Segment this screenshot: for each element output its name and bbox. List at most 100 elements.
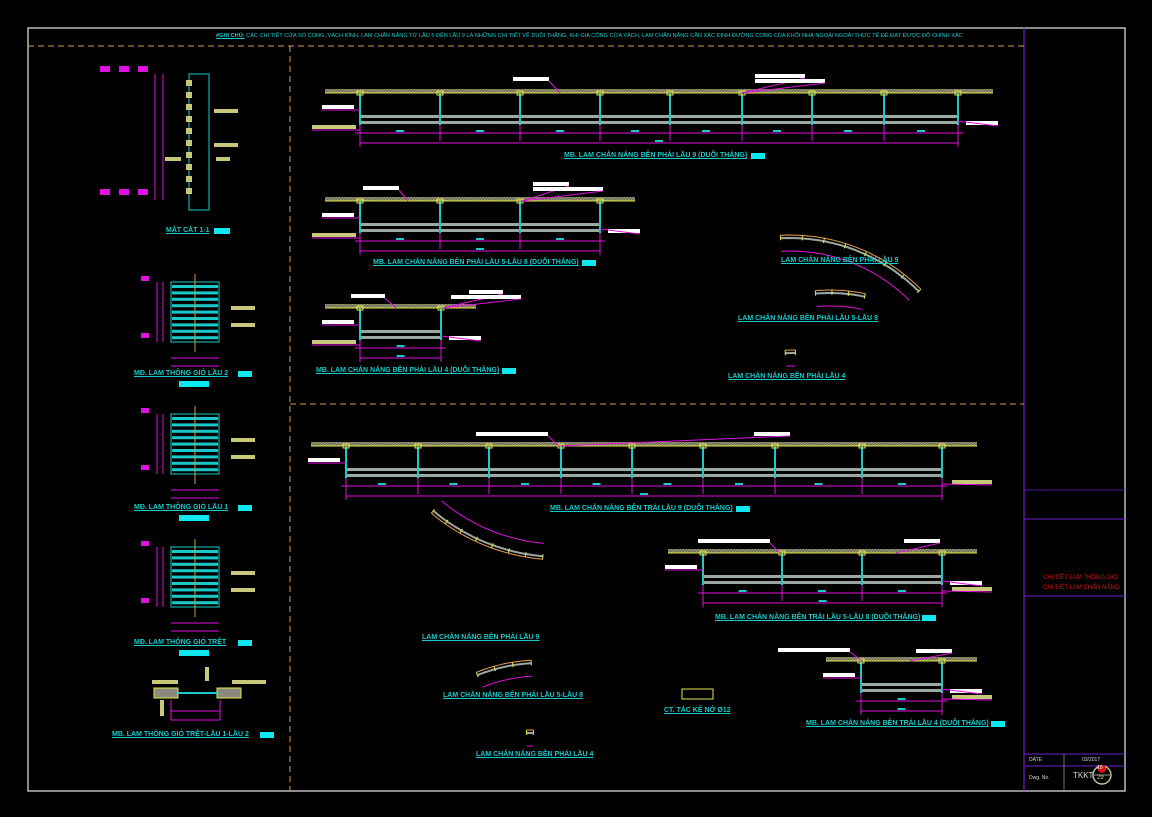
callout-leader <box>561 435 791 447</box>
anchor-detail-title: CT. TẮC KÊ NỞ Ø12 <box>664 707 731 714</box>
post-bracket <box>414 443 422 449</box>
curved-post <box>916 288 922 294</box>
title-line-1: CHI TIẾT LAM THÔNG GIÓ <box>1043 575 1118 581</box>
material-tag <box>312 340 356 344</box>
curve-left-l9-title: LAM CHẮN NẮNG BÊN PHẢI LẦU 9 <box>422 634 540 641</box>
material-tag <box>312 125 356 129</box>
level-marker <box>141 598 149 603</box>
dimension-text <box>898 483 906 485</box>
dimension-text <box>702 130 710 132</box>
ceiling-hatch <box>325 197 635 201</box>
callout-label <box>778 648 850 652</box>
curved-post <box>900 274 905 279</box>
post-bracket <box>858 443 866 449</box>
louvre-blade <box>360 229 600 232</box>
callout-label <box>966 121 998 125</box>
louvre-section <box>186 188 192 194</box>
post-bracket <box>778 550 786 556</box>
curved-blade-outer <box>815 289 866 295</box>
louvre-blade <box>703 581 942 584</box>
material-tag <box>165 157 181 161</box>
post-bracket <box>436 198 444 204</box>
material-tag <box>952 695 992 699</box>
ceiling-hatch <box>826 657 977 661</box>
material-tag <box>216 157 230 161</box>
material-tag <box>952 480 992 484</box>
callout-label <box>754 432 790 436</box>
callout-label <box>823 673 855 677</box>
post-bracket <box>880 90 888 96</box>
curved-post <box>524 551 527 558</box>
material-tag <box>152 680 178 684</box>
material-tag <box>205 667 209 681</box>
callout-label <box>451 295 521 299</box>
ceiling-hatch <box>311 442 977 446</box>
louvre-section <box>186 80 192 86</box>
title-line-2: CHI TIẾT LAM CHẮN NẮNG <box>1043 585 1120 591</box>
callout-label <box>755 74 805 78</box>
scale-tag <box>922 615 936 621</box>
material-tag <box>231 323 255 327</box>
note-label: #GHI CHÚ: <box>216 33 245 39</box>
left-l9-title: MB. LAM CHẮN NẮNG BÊN TRÁI LẦU 9 (DUỖI T… <box>550 505 733 512</box>
post-bracket <box>342 443 350 449</box>
level-marker <box>141 465 149 470</box>
material-tag <box>231 455 255 459</box>
scale-tag <box>214 228 230 234</box>
post-bracket <box>857 658 865 664</box>
dimension-text <box>655 140 663 142</box>
dimension-text <box>640 493 648 495</box>
louvre-section <box>186 116 192 122</box>
vent-tret-title: MĐ. LAM THÔNG GIÓ TRỆT <box>134 639 227 646</box>
material-tag <box>312 233 356 237</box>
callout-leader <box>384 297 397 309</box>
curved-blade-outer <box>780 234 922 290</box>
dimension-text <box>735 483 743 485</box>
louvre-section <box>186 140 192 146</box>
curved-post <box>444 519 449 525</box>
dimension-text <box>396 355 405 357</box>
callout-leader <box>442 298 522 309</box>
louvre-blade <box>360 121 958 124</box>
dimension-text <box>378 483 386 485</box>
callout-label <box>308 458 340 462</box>
material-tag <box>214 109 238 113</box>
callout-leader <box>440 335 482 342</box>
curved-post <box>863 293 866 299</box>
curved-blade-outer <box>431 512 543 560</box>
dimension-text <box>396 345 405 347</box>
date-value: 03/2017 <box>1082 757 1101 763</box>
louvre-blade <box>360 223 600 226</box>
callout-leader <box>941 688 983 695</box>
dimension-text <box>556 238 564 240</box>
dimension-text <box>898 590 906 592</box>
callout-label <box>950 689 982 693</box>
material-tag <box>232 680 266 684</box>
curved-dimension <box>816 305 863 310</box>
curved-post <box>475 672 479 678</box>
callout-label <box>351 294 385 298</box>
left-l4-title: MB. LAM CHẮN NẮNG BÊN TRÁI LẦU 4 (DUỖI T… <box>806 720 989 727</box>
louvre-section <box>186 128 192 134</box>
curved-post <box>475 536 479 542</box>
louvre-blade <box>346 468 942 471</box>
level-marker <box>100 189 110 195</box>
level-marker <box>141 408 149 413</box>
dimension-text <box>917 130 925 132</box>
callout-label <box>904 539 940 543</box>
curved-post <box>883 261 887 267</box>
dimension-text <box>521 483 529 485</box>
callout-leader <box>398 189 409 202</box>
dimension-text <box>663 483 672 485</box>
curve-right-l4-title: LAM CHẮN NẮNG BÊN PHẢI LẦU 4 <box>728 373 846 380</box>
post-bracket <box>938 658 946 664</box>
anchor-detail <box>681 688 714 700</box>
scale-tag <box>751 153 765 159</box>
curved-dimension <box>781 250 910 301</box>
level-marker <box>138 189 148 195</box>
general-note: #GHI CHÚ: CÁC CHI TIẾT CỬA SỔ CONG, VÁCH… <box>216 33 963 39</box>
post-bracket <box>938 443 946 449</box>
sheet-border <box>27 27 1126 792</box>
callout-label <box>476 432 548 436</box>
